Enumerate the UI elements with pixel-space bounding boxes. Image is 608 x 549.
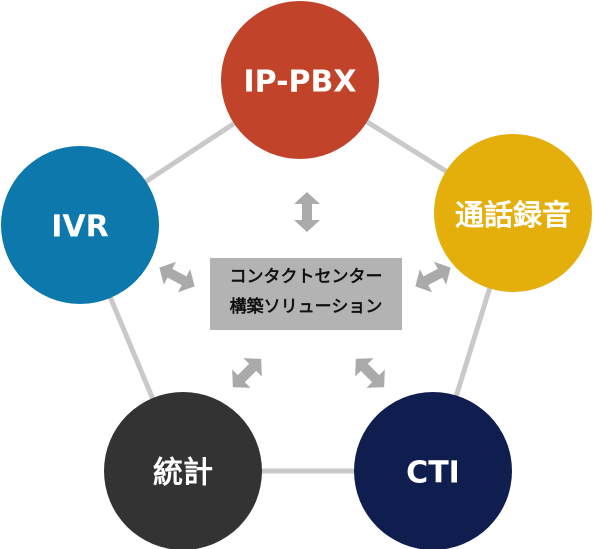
node-stats-circle — [104, 392, 262, 549]
arrow-to-recording — [415, 261, 451, 293]
node-cti-label: CTI — [406, 456, 460, 491]
node-ippbx-label: IP-PBX — [243, 65, 356, 100]
center-label-box — [210, 258, 402, 330]
node-ippbx-circle — [221, 1, 379, 159]
node-stats: 統計 — [104, 392, 262, 549]
node-cti-circle — [354, 392, 512, 549]
center-label-line1: コンタクトセンター — [230, 267, 383, 287]
node-ivr: IVR — [1, 146, 159, 304]
node-ippbx: IP-PBX — [221, 1, 379, 159]
node-recording-label: 通話録音 — [455, 198, 571, 232]
arrow-to-ippbx — [294, 192, 320, 232]
center-label-line2: 構築ソリューション — [230, 296, 383, 317]
node-ivr-circle — [1, 146, 159, 304]
node-recording-circle — [434, 134, 592, 292]
arrow-to-cti — [355, 358, 385, 388]
node-recording: 通話録音 — [434, 134, 592, 292]
node-stats-label: 統計 — [153, 456, 213, 491]
arrow-to-stats — [232, 358, 262, 388]
node-ivr-label: IVR — [51, 210, 108, 245]
arrow-to-ivr — [159, 261, 195, 293]
node-cti: CTI — [354, 392, 512, 549]
